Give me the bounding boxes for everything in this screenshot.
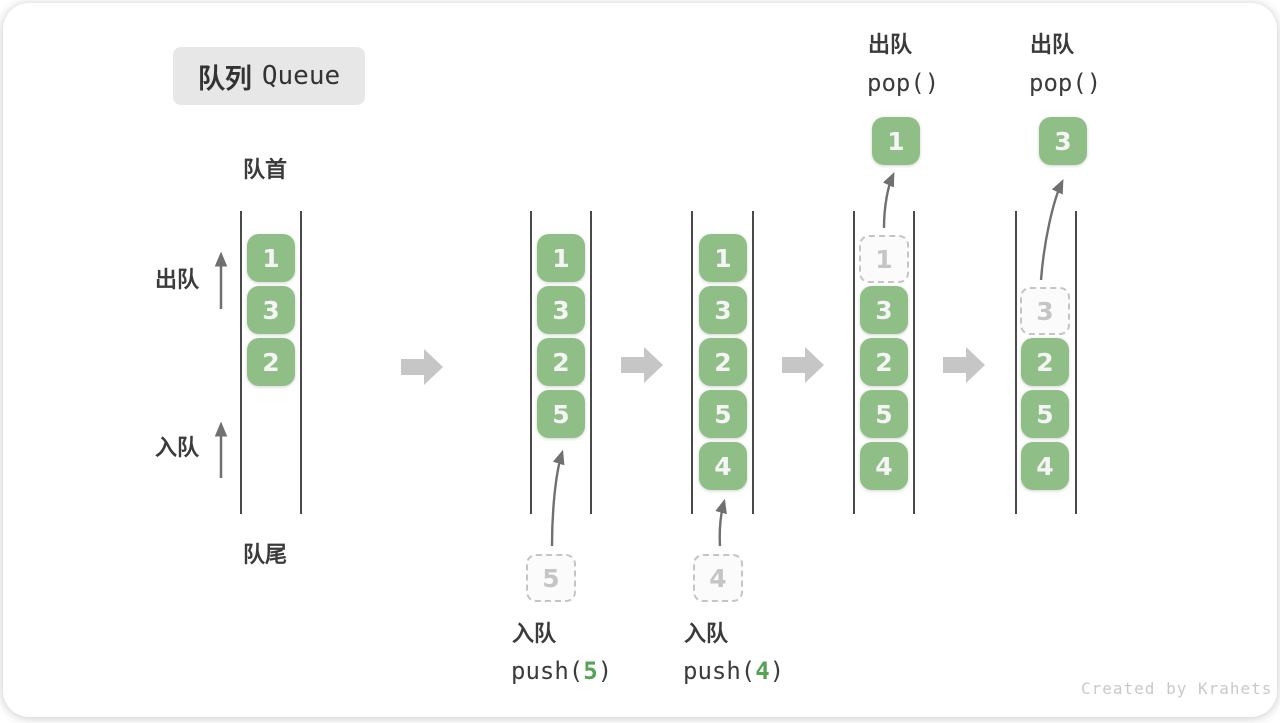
queue-wall [530,211,532,514]
removed-element-ghost: 3 [1020,287,1070,335]
transition-arrow-4 [943,347,985,383]
code-close: ) [769,657,785,685]
queue-element: 2 [860,338,908,386]
queue-element: 3 [537,286,585,334]
pop-1-operation-label: 出队 [868,33,913,58]
enqueue-side-label: 入队 [155,436,200,461]
figure-card: 队列 Queue 队首 队尾 出队 入队 1 3 2 1 3 2 5 5 1 3… [3,3,1277,717]
queue-element: 5 [699,390,747,438]
queue-wall [853,211,855,514]
queue-element: 2 [1021,338,1069,386]
popped-element: 1 [872,117,920,165]
queue-wall [913,211,915,514]
queue-front-label: 队首 [243,158,288,183]
queue-element: 1 [699,234,747,282]
removed-element-ghost: 1 [859,235,909,283]
queue-element: 5 [1021,390,1069,438]
title-english: Queue [261,61,341,91]
code-arg: 4 [755,657,770,685]
queue-element: 3 [860,286,908,334]
pop-1-arrow [882,171,895,229]
queue-element: 1 [537,234,585,282]
queue-element: 3 [699,286,747,334]
code-arg: 5 [583,657,598,685]
queue-element: 2 [699,338,747,386]
queue-wall [240,211,242,514]
queue-wall [590,211,592,514]
pop-3-operation-code: pop() [1029,69,1102,97]
pending-element: 4 [693,554,743,602]
queue-rear-label: 队尾 [243,543,288,568]
queue-element: 5 [537,390,585,438]
queue-element: 4 [1021,442,1069,490]
pending-element: 5 [526,554,576,602]
queue-element: 5 [860,390,908,438]
pop-3-arrow [1039,178,1064,281]
push-4-operation-code: push(4) [683,658,784,684]
queue-element: 3 [247,286,295,334]
pop-3-operation-label: 出队 [1030,33,1075,58]
queue-wall [1075,211,1077,514]
title-chinese: 队列 [197,63,252,95]
pop-1-operation-code: pop() [867,69,940,97]
popped-element: 3 [1039,117,1087,165]
queue-element: 4 [699,442,747,490]
watermark: Created by Krahets [1081,679,1273,698]
dequeue-side-label: 出队 [155,268,200,293]
queue-element: 2 [537,338,585,386]
queue-element: 1 [247,234,295,282]
queue-wall [752,211,754,514]
transition-arrow-3 [782,347,824,383]
queue-wall [300,211,302,514]
queue-element: 2 [247,338,295,386]
push-4-arrow [715,498,727,547]
push-5-operation-label: 入队 [512,622,557,647]
queue-element: 4 [860,442,908,490]
title-badge: 队列 Queue [173,47,365,105]
code-close: ) [597,657,613,685]
push-4-operation-label: 入队 [684,622,729,647]
queue-wall [1015,211,1017,514]
push-5-operation-code: push(5) [511,658,612,684]
code-fn: push( [511,657,584,685]
transition-arrow-1 [401,349,443,385]
code-fn: push( [683,657,756,685]
transition-arrow-2 [621,347,663,383]
push-5-arrow [550,449,565,547]
queue-wall [691,211,693,514]
